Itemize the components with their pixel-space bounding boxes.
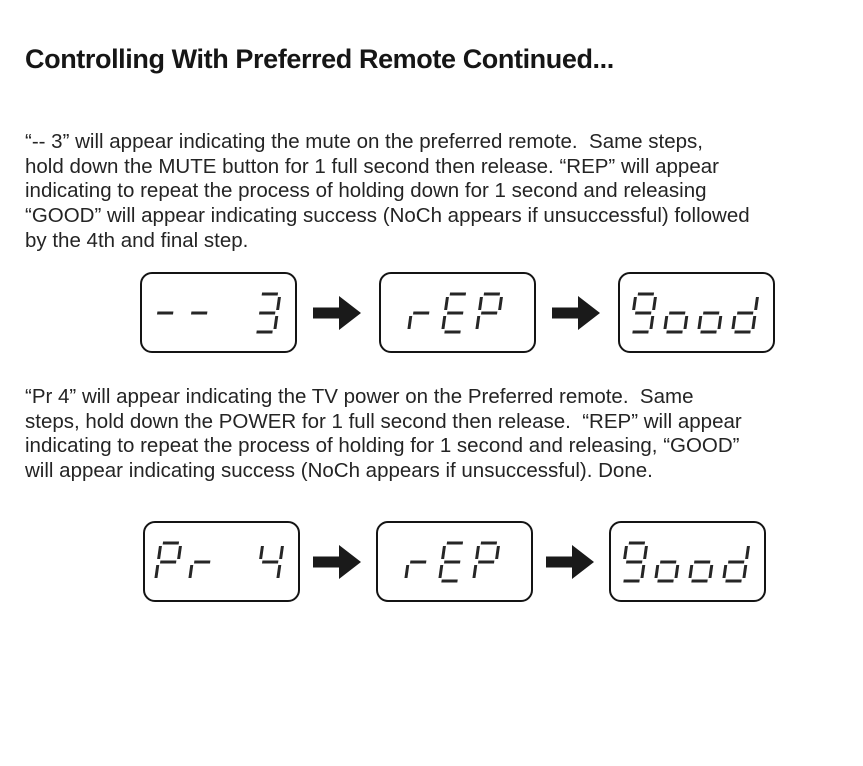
lcd-display-rep (379, 272, 536, 353)
paragraph-line: steps, hold down the POWER for 1 full se… (25, 409, 742, 433)
right-arrow-icon (552, 291, 602, 335)
lcd-sequence-mute (140, 272, 775, 353)
lcd-display-good (609, 521, 766, 602)
page-title: Controlling With Preferred Remote Contin… (25, 44, 614, 74)
instruction-paragraph-power: “Pr 4” will appear indicating the TV pow… (25, 385, 742, 484)
paragraph-line: “GOOD” will appear indicating success (N… (25, 204, 750, 228)
paragraph-line: will appear indicating success (NoCh app… (25, 459, 653, 483)
paragraph-line: indicating to repeat the process of hold… (25, 434, 740, 458)
right-arrow-icon (546, 540, 596, 584)
paragraph-line: by the 4th and final step. (25, 228, 249, 252)
lcd-display-rep (376, 521, 533, 602)
paragraph-line: “Pr 4” will appear indicating the TV pow… (25, 385, 694, 408)
lcd-display-mute-code (140, 272, 297, 353)
paragraph-line: hold down the MUTE button for 1 full sec… (25, 154, 719, 178)
right-arrow-icon (313, 291, 363, 335)
paragraph-line: indicating to repeat the process of hold… (25, 179, 707, 203)
right-arrow-icon (313, 540, 363, 584)
lcd-display-good (618, 272, 775, 353)
paragraph-line: “-- 3” will appear indicating the mute o… (25, 130, 703, 153)
lcd-sequence-power (143, 521, 766, 602)
instruction-paragraph-mute: “-- 3” will appear indicating the mute o… (25, 130, 750, 254)
lcd-display-power-code (143, 521, 300, 602)
